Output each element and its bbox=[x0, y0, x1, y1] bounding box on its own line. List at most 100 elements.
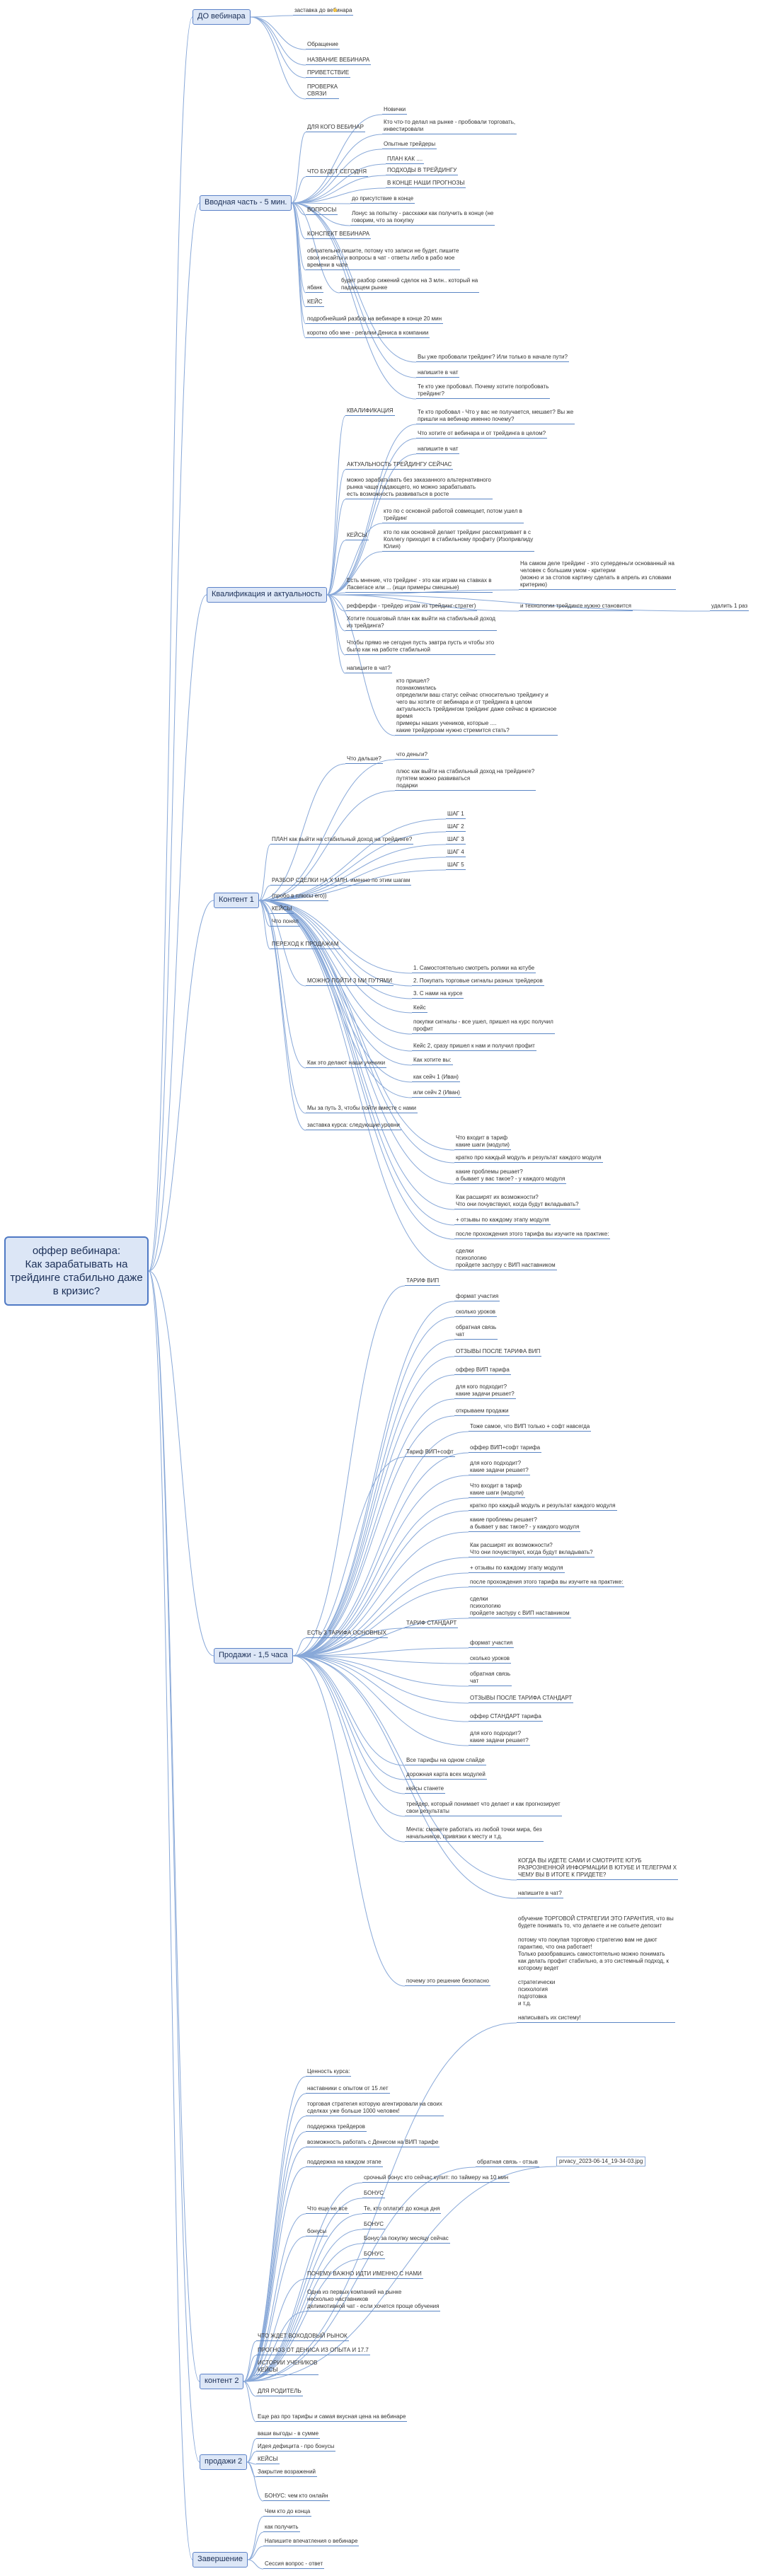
node[interactable]: заставка курса: следующие уровни bbox=[306, 1122, 401, 1130]
node[interactable]: формат участия bbox=[454, 1293, 500, 1301]
node[interactable]: ПРОГНОЗ ОТ ДЕНИСА ИЗ ОПЫТА И 17.7 bbox=[256, 2347, 370, 2355]
node[interactable]: ЕСТЬ 3 ТАРИФА ОСНОВНЫХ bbox=[306, 1630, 388, 1638]
node[interactable]: Ценность курса: bbox=[306, 2068, 352, 2077]
node[interactable]: оффер СТАНДАРТ тарифа bbox=[469, 1713, 543, 1722]
node[interactable]: кратко про каждый модуль и результат каж… bbox=[469, 1502, 617, 1511]
node[interactable]: и технологии трейдинге нужно становится bbox=[519, 603, 633, 611]
node[interactable]: Как это делают наши ученики bbox=[306, 1060, 387, 1068]
node[interactable]: БОНУС bbox=[362, 2221, 386, 2229]
node[interactable]: можно зарабатывать без заказанного альте… bbox=[345, 477, 493, 499]
node[interactable]: Как расширят их возможности? Что они поч… bbox=[454, 1194, 580, 1209]
node[interactable]: ШАГ 3 bbox=[446, 836, 466, 845]
node[interactable]: ДЛЯ КОГО ВЕБИНАР bbox=[306, 124, 365, 132]
node[interactable]: напишите в чат bbox=[416, 369, 460, 378]
node[interactable]: ПОДХОДЫ В ТРЕЙДИНГУ bbox=[386, 167, 459, 175]
node[interactable]: срочный бонус кто сейчас купит: по тайме… bbox=[362, 2174, 510, 2183]
node[interactable]: удалить 1 раз bbox=[710, 603, 750, 611]
node[interactable]: обратная связь чат bbox=[469, 1671, 512, 1686]
node[interactable]: кто по с основной работой совмещает, пот… bbox=[382, 508, 524, 523]
topic-content1[interactable]: Контент 1 bbox=[214, 893, 259, 908]
node[interactable]: КОНСПЕКТ ВЕБИНАРА bbox=[306, 231, 372, 239]
node[interactable]: плюс как выйти на стабильный доход на тр… bbox=[395, 768, 536, 791]
node[interactable]: ябанк bbox=[306, 284, 324, 293]
node[interactable]: что деньги? bbox=[395, 751, 429, 760]
node[interactable]: КВАЛИФИКАЦИЯ bbox=[345, 407, 395, 416]
node[interactable]: напишите в чат bbox=[416, 446, 460, 454]
node[interactable]: как получить bbox=[263, 2524, 300, 2532]
node[interactable]: ШАГ 5 bbox=[446, 861, 466, 870]
node[interactable]: кто пришел? познакомились определили ваш… bbox=[395, 678, 558, 736]
node[interactable]: для кого подходит? какие задачи решает? bbox=[454, 1383, 516, 1399]
topic-content2[interactable]: контент 2 bbox=[200, 2374, 244, 2389]
node[interactable]: Идея дефицита - про бонусы bbox=[256, 2443, 336, 2452]
node[interactable]: обучение ТОРГОВОЙ СТРАТЕГИИ ЭТО ГАРАНТИЯ… bbox=[517, 1915, 675, 2023]
node[interactable]: Что хотите от вебинара и от трейдинга в … bbox=[416, 430, 548, 439]
node[interactable]: Тоже самое, что ВИП только + софт навсег… bbox=[469, 1423, 592, 1432]
node[interactable]: НАЗВАНИЕ ВЕБИНАРА bbox=[306, 57, 372, 65]
topic-qualification[interactable]: Квалификация и актуальность bbox=[207, 587, 328, 603]
node[interactable]: для кого подходит? какие задачи решает? bbox=[469, 1730, 530, 1746]
node[interactable]: Кейс 2, сразу пришел к нам и получил про… bbox=[412, 1043, 536, 1051]
node[interactable]: Бонус за покупку месяцу сейчас bbox=[362, 2235, 450, 2244]
node[interactable]: поддержка трейдеров bbox=[306, 2123, 367, 2132]
node[interactable]: ПОЧЕМУ ВАЖНО ИДТИ ИМЕННО С НАМИ bbox=[306, 2270, 423, 2279]
node[interactable]: Новички bbox=[382, 106, 408, 115]
node[interactable]: Лонус за попытку - расскажи как получить… bbox=[350, 210, 495, 226]
node[interactable]: будет разбор сижений сделок на 3 млн.. к… bbox=[340, 277, 480, 293]
node[interactable]: торговая стратегия которую агентировали … bbox=[306, 2101, 444, 2116]
node[interactable]: Мечта: сможете работать из любой точки м… bbox=[405, 1826, 544, 1842]
topic-ending[interactable]: Завершение bbox=[193, 2552, 248, 2568]
node[interactable]: для кого подходит? какие задачи решает? bbox=[469, 1460, 530, 1475]
node[interactable]: после прохождения этого тарифа вы изучит… bbox=[469, 1579, 625, 1587]
node[interactable]: ШАГ 4 bbox=[446, 849, 466, 857]
node[interactable]: кейсы станете bbox=[405, 1785, 446, 1794]
node[interactable]: ПРОВЕРКА СВЯЗИ bbox=[306, 83, 340, 99]
node[interactable]: или сейч 2 (Иван) bbox=[412, 1089, 461, 1098]
node[interactable]: возможность работать с Денисом на ВИП та… bbox=[306, 2139, 440, 2147]
node[interactable]: Напишите впечатления о вебинаре bbox=[263, 2538, 360, 2546]
node[interactable]: Что входит в тариф какие шаги (модули) bbox=[469, 1483, 525, 1498]
node[interactable]: ШАГ 1 bbox=[446, 811, 466, 819]
node[interactable]: БОНУС bbox=[362, 2251, 386, 2259]
node[interactable]: ТАРИФ ВИП bbox=[405, 1277, 441, 1286]
node[interactable]: подробнейший разбор на вебинаре в конце … bbox=[306, 315, 444, 324]
node[interactable]: обратная связь чат bbox=[454, 1324, 498, 1340]
node[interactable]: Есть мнение, что трейдинг - это как игра… bbox=[345, 577, 493, 593]
node[interactable]: ШАГ 2 bbox=[446, 823, 466, 832]
node[interactable]: ваши выгоды - в сумме bbox=[256, 2430, 321, 2439]
node[interactable]: АКТУАЛЬНОСТЬ ТРЕЙДИНГУ СЕЙЧАС bbox=[345, 461, 454, 470]
node[interactable]: поддержка на каждом этапе bbox=[306, 2159, 383, 2167]
node[interactable]: ОТЗЫВЫ ПОСЛЕ ТАРИФА ВИП bbox=[454, 1348, 542, 1357]
node[interactable]: обратная связь - отзыв bbox=[476, 2159, 539, 2167]
node[interactable]: ОТЗЫВЫ ПОСЛЕ ТАРИФА СТАНДАРТ bbox=[469, 1695, 574, 1703]
node[interactable]: БОНУС: чем кто онлайн bbox=[263, 2493, 330, 2501]
node[interactable]: Вы уже пробовали трейдинг? Или только в … bbox=[416, 354, 569, 362]
node[interactable]: Все тарифы на одном слайде bbox=[405, 1757, 486, 1765]
node[interactable]: Кто что-то делал на рынке - пробовали то… bbox=[382, 119, 517, 134]
node[interactable]: РАЗБОР СДЕЛКИ НА X МЛН. именно по этим ш… bbox=[270, 877, 412, 886]
node[interactable]: ПЛАН КАК .... bbox=[386, 156, 425, 164]
node[interactable]: кратко про каждый модуль и результат каж… bbox=[454, 1154, 603, 1163]
node[interactable]: Те кто пробовал - Что у вас не получаетс… bbox=[416, 409, 575, 424]
node[interactable]: 1. Самостоятельно смотреть ролики на юту… bbox=[412, 965, 536, 973]
node[interactable]: ТАРИФ СТАНДАРТ bbox=[405, 1620, 459, 1628]
node[interactable]: БОНУС bbox=[362, 2190, 386, 2198]
node[interactable]: КЕЙС bbox=[306, 298, 324, 307]
node[interactable]: сделки психологию пройдете заспуру с ВИП… bbox=[469, 1596, 571, 1618]
node[interactable]: формат участия bbox=[469, 1640, 515, 1648]
central-topic[interactable]: оффер вебинара: Как зарабатывать на трей… bbox=[4, 1236, 149, 1306]
node[interactable]: сделки психологию пройдете заспуру с ВИП… bbox=[454, 1248, 557, 1270]
node[interactable]: КЕЙСЫ bbox=[256, 2456, 280, 2464]
node[interactable]: Хотите пошаговый план как выйти на стаби… bbox=[345, 615, 497, 631]
node[interactable]: кто по как основной делает трейдинг расс… bbox=[382, 529, 535, 552]
node[interactable]: На самом деле трейдинг - это суперденьги… bbox=[519, 560, 676, 590]
node[interactable]: ВОПРОСЫ bbox=[306, 207, 338, 215]
node[interactable]: + отзывы по каждому этапу модуля bbox=[454, 1217, 551, 1225]
node[interactable]: сколько уроков bbox=[469, 1655, 512, 1664]
node[interactable]: Опытные трейдеры bbox=[382, 141, 437, 149]
node[interactable]: КЕЙСЫ bbox=[345, 532, 369, 540]
node[interactable]: покупки сигналы - все ушел, пришел на ку… bbox=[412, 1019, 555, 1034]
node[interactable]: оффер ВИП тарифа bbox=[454, 1367, 511, 1375]
node[interactable]: после прохождения этого тарифа вы изучит… bbox=[454, 1231, 611, 1239]
node[interactable]: как сейч 1 (Иван) bbox=[412, 1074, 460, 1082]
